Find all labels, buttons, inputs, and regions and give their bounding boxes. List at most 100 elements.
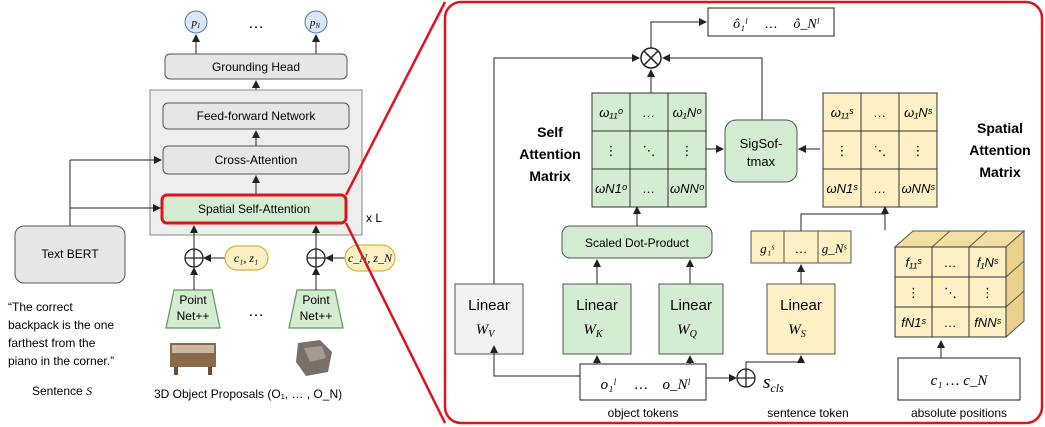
otimes-operator <box>640 47 662 69</box>
linear-wv-label: Linear <box>468 297 510 314</box>
feature-matrix-cell-label-2-1: … <box>944 315 957 330</box>
output-pN: pN <box>304 10 328 34</box>
self-matrix-cell-label-0-0: ω₁₁ᵒ <box>599 105 623 120</box>
spatial-attn-title-1: Spatial <box>977 120 1023 136</box>
output-p1: p1 <box>184 10 208 34</box>
cube-top-divider <box>968 230 988 248</box>
pointnet-N-line-1: Point <box>302 293 330 307</box>
spatial-matrix-cell-label-0-1: … <box>874 105 887 120</box>
self-matrix-cell-1-2 <box>667 130 707 170</box>
feature-matrix-cell-label-0-1: … <box>944 255 957 270</box>
self-matrix-cell-label-2-1: … <box>643 181 656 196</box>
feature-matrix-cell-2-2 <box>968 306 1007 338</box>
output-tokens-box <box>707 7 835 37</box>
spatial-self-attention-label: Spatial Self-Attention <box>198 202 310 216</box>
feature-matrix-cell-label-1-0: ⋮ <box>907 285 920 300</box>
self-matrix-cell-2-0 <box>591 168 631 208</box>
self-matrix-cell-0-0 <box>591 92 631 132</box>
ffn-box <box>162 102 350 130</box>
feature-matrix-cell-label-1-2: ⋮ <box>981 285 994 300</box>
spatial-matrix-cell-label-0-2: ω₁Nˢ <box>904 105 933 120</box>
spatial-matrix-cell-1-1 <box>860 130 900 170</box>
callout-line-bottom <box>344 222 447 424</box>
linear-wv-box <box>454 283 524 355</box>
self-attention-matrix: ω₁₁ᵒ…ω₁Nᵒ⋮⋱⋮ωN1ᵒ…ωNNᵒ <box>591 92 707 208</box>
absolute-positions-caption: absolute positions <box>911 406 1007 420</box>
svg-text:pN: pN <box>309 17 321 30</box>
object-token-1: o₁ˡ <box>601 377 617 393</box>
feature-matrix-cell-2-1 <box>931 306 970 338</box>
self-matrix-cell-2-1 <box>629 168 669 208</box>
object-token-ellipsis: … <box>634 376 649 393</box>
self-matrix-cell-1-1 <box>629 130 669 170</box>
object-tokens-box <box>579 363 707 401</box>
self-matrix-cell-label-1-2: ⋮ <box>681 143 694 158</box>
linear-ws-label: Linear <box>780 297 822 314</box>
sigsoftmax-line-2: tmax <box>747 154 776 169</box>
cube-side-face <box>1005 229 1025 339</box>
sentence-line-1: “The correct <box>8 300 73 314</box>
grounding-head-label: Grounding Head <box>212 60 300 74</box>
cube-side-divider <box>1005 290 1025 308</box>
spatial-matrix-cell-label-0-0: ω₁₁ˢ <box>831 105 854 120</box>
self-attn-title-1: Self <box>537 124 563 140</box>
pointnet-N-line-2: Net++ <box>300 309 333 323</box>
sentence-token-caption: sentence token <box>767 406 848 420</box>
position-pill-N-label: c_N, z_N <box>348 251 393 265</box>
cross-attention-label: Cross-Attention <box>215 153 298 167</box>
g-token-1: g₁ˢ <box>760 241 775 256</box>
spatial-matrix-cell-label-1-1: ⋱ <box>874 143 887 158</box>
spatial-matrix-cell-label-2-1: … <box>874 181 887 196</box>
feature-matrix-cell-0-1 <box>931 246 970 278</box>
proposals-label: 3D Object Proposals (O₁, … , O_N) <box>154 387 342 401</box>
pointnet-N <box>288 289 344 329</box>
cube-side-divider <box>1005 260 1025 278</box>
output-token-ellipsis: … <box>764 15 778 31</box>
output-token-1: ô₁ˡ <box>733 17 748 32</box>
g-token-N: g_Nˢ <box>822 241 848 256</box>
self-matrix-cell-label-1-0: ⋮ <box>605 143 618 158</box>
object-tokens-caption: object tokens <box>608 406 679 420</box>
repeat-label: x L <box>366 211 382 225</box>
spatial-matrix-cell-2-2 <box>898 168 938 208</box>
spatial-matrix-cell-0-1 <box>860 92 900 132</box>
sigsoftmax-line-1: SigSof- <box>740 136 783 151</box>
spatial-self-attention-box <box>160 193 348 225</box>
spatial-matrix-cell-0-0 <box>822 92 862 132</box>
self-matrix-cell-0-1 <box>629 92 669 132</box>
s-cls-token: scls <box>763 372 784 395</box>
spatial-matrix-cell-label-2-0: ωN1ˢ <box>827 181 859 196</box>
linear-ws-box <box>766 283 836 355</box>
spatial-attn-title-3: Matrix <box>979 164 1020 180</box>
self-matrix-cell-2-2 <box>667 168 707 208</box>
linear-ws-weight: WS <box>788 322 806 340</box>
linear-wq-label: Linear <box>670 297 712 314</box>
backpack-image <box>296 340 332 376</box>
cross-attention-box <box>162 145 350 175</box>
cube-top-face <box>893 230 1026 248</box>
self-matrix-cell-label-1-1: ⋱ <box>643 143 656 158</box>
feature-matrix-cell-label-2-2: fNNˢ <box>974 315 1001 330</box>
sentence-line-4: piano in the corner.” <box>8 354 114 368</box>
self-attn-title-3: Matrix <box>529 168 570 184</box>
spatial-feature-cube: f₁₁ˢ…f₁Nˢ⋮⋱⋮fN1ˢ…fNNˢ <box>893 229 1026 339</box>
sigsoftmax-box <box>724 119 798 183</box>
linear-wv-weight: WV <box>476 322 497 340</box>
grounding-head-box <box>164 53 348 80</box>
linear-wq-weight: WQ <box>677 322 698 340</box>
piano-image <box>170 343 216 375</box>
feature-matrix-cell-label-1-1: ⋱ <box>944 285 957 300</box>
spatial-attn-title-2: Attention <box>969 142 1030 158</box>
scaled-dot-product-label: Scaled Dot-Product <box>585 236 690 250</box>
spatial-matrix-cell-label-1-0: ⋮ <box>836 143 849 158</box>
self-matrix-cell-label-2-2: ωNNᵒ <box>670 181 705 196</box>
outputs-ellipsis: … <box>248 15 264 32</box>
pointnet-1 <box>165 289 221 329</box>
feature-matrix-cell-label-0-2: f₁Nˢ <box>977 255 999 270</box>
output-token-N: ô_Nˡ <box>793 17 819 32</box>
feature-matrix-cell-label-0-0: f₁₁ˢ <box>905 255 922 270</box>
g-token-ellipsis: … <box>795 241 808 256</box>
oplus-sentence <box>736 368 756 388</box>
zoom-panel <box>443 0 1044 425</box>
